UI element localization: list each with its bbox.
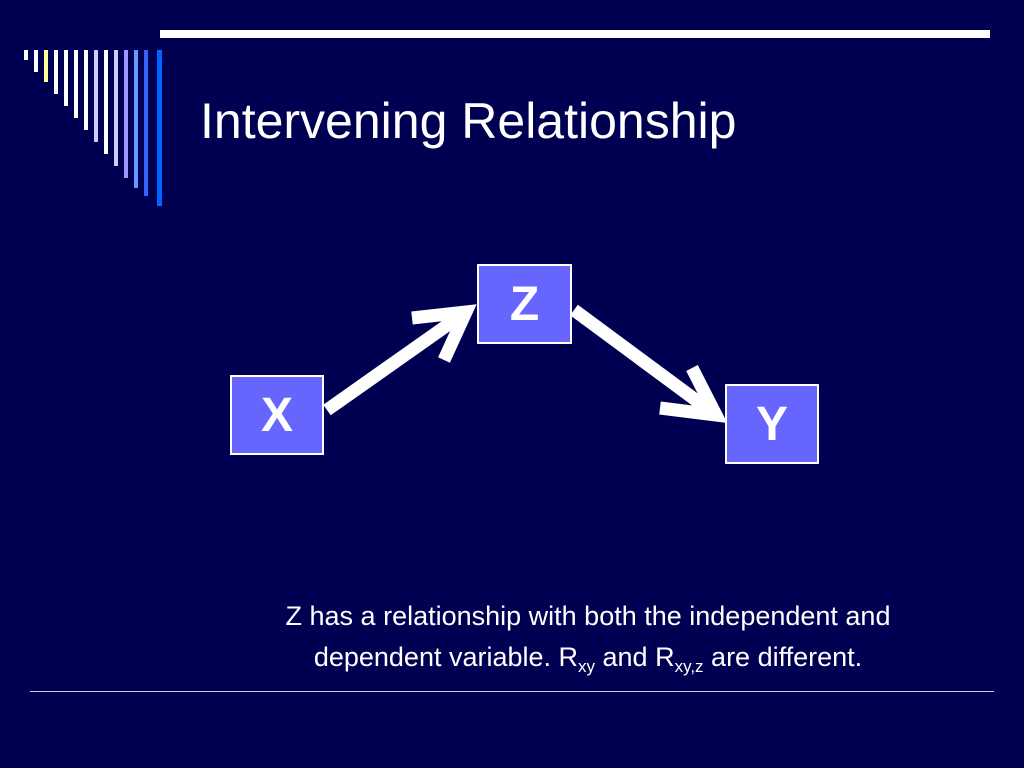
- caption-text-a: dependent variable. R: [313, 641, 579, 672]
- node-y: Y: [725, 384, 819, 464]
- node-z: Z: [477, 264, 572, 344]
- caption-sub-xy: xy: [578, 656, 596, 676]
- bottom-rule: [30, 691, 994, 692]
- top-rule: [160, 30, 990, 38]
- caption-line-2: dependent variable. Rxy and Rxy,z are di…: [150, 637, 1024, 678]
- caption-line-1: Z has a relationship with both the indep…: [285, 601, 891, 631]
- caption-sub-xyz: xy,z: [674, 656, 704, 676]
- caption: Z has a relationship with both the indep…: [150, 596, 1024, 677]
- node-x-label: X: [260, 388, 293, 442]
- node-y-label: Y: [755, 397, 788, 451]
- caption-text-b: and R: [595, 641, 675, 672]
- node-x: X: [230, 375, 324, 455]
- slide-title: Intervening Relationship: [200, 93, 737, 149]
- arrow-z-to-y: [570, 304, 728, 423]
- arrow-x-to-z: [323, 304, 477, 416]
- caption-text-c: are different.: [703, 641, 863, 672]
- node-z-label: Z: [509, 277, 540, 331]
- decorative-stripes-icon: [24, 50, 162, 206]
